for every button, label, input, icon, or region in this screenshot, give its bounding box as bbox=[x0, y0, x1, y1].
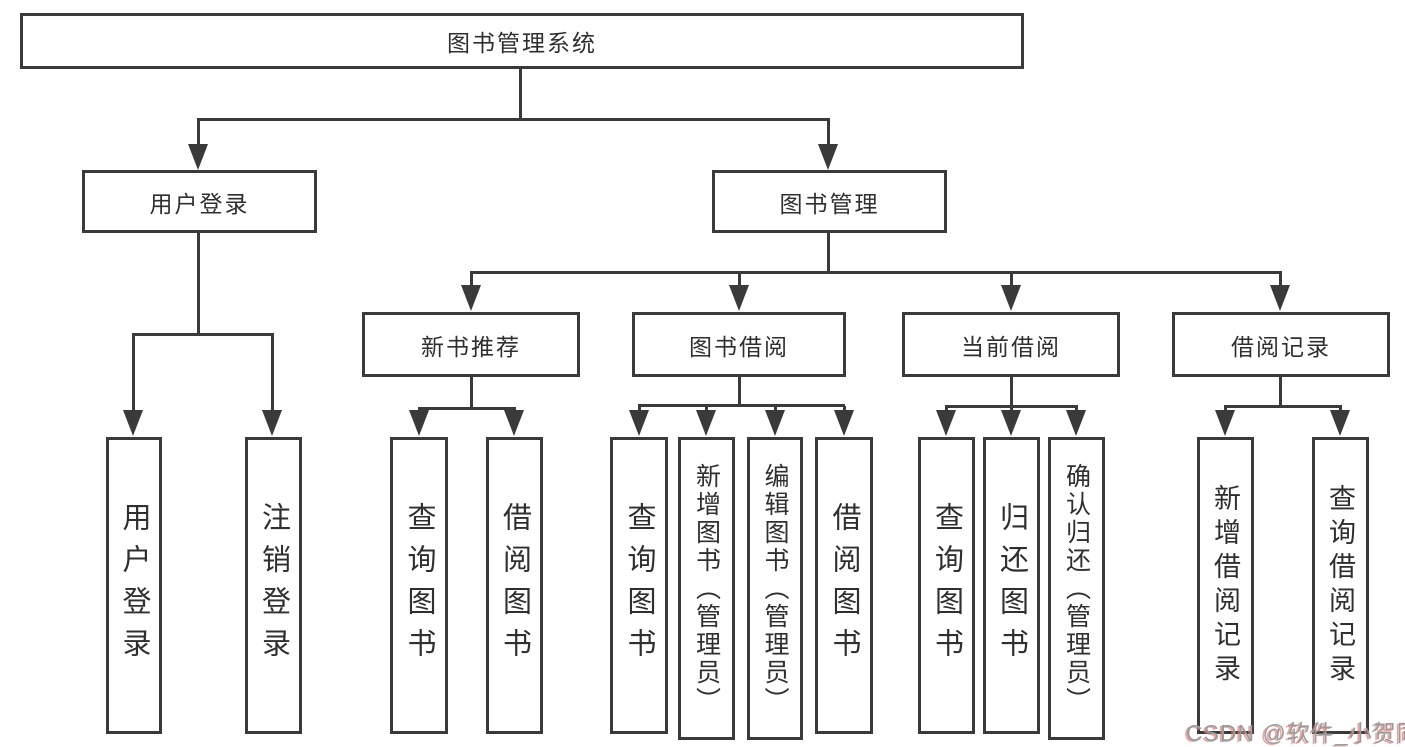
leaf-bb-borrow-books-label: 借阅图书 bbox=[828, 501, 860, 670]
leaf-br-add-record-label: 新增借阅记录 bbox=[1210, 483, 1240, 688]
leaf-bb-query-books: 查询图书 bbox=[610, 437, 668, 734]
leaf-cb-query-books: 查询图书 bbox=[918, 437, 975, 734]
connector-book-mgmt-stem bbox=[827, 233, 830, 273]
connector-borrow-records-rail bbox=[1224, 405, 1342, 408]
connector-drop-bb-borrow bbox=[843, 406, 846, 412]
leaf-br-query-record: 查询借阅记录 bbox=[1312, 437, 1369, 734]
connector-drop-book-borrow bbox=[738, 273, 741, 287]
leaf-bb-query-books-label: 查询图书 bbox=[623, 501, 655, 670]
arrowhead-nb-borrow bbox=[504, 410, 524, 436]
leaf-cb-confirm-return-admin: 确认归还（管理员） bbox=[1048, 437, 1105, 740]
connector-drop-bb-edit bbox=[774, 406, 777, 412]
leaf-cb-confirm-return-admin-label: 确认归还（管理员） bbox=[1062, 462, 1091, 715]
connector-drop-br-query bbox=[1339, 407, 1342, 412]
connector-drop-current-borrow bbox=[1010, 273, 1013, 287]
arrowhead-bb-edit bbox=[765, 410, 785, 436]
arrowhead-book-borrow bbox=[729, 285, 749, 311]
connector-drop-cb-query bbox=[945, 407, 948, 412]
connector-drop-new-books bbox=[470, 273, 473, 287]
arrowhead-br-add bbox=[1215, 410, 1235, 436]
connector-drop-bb-add bbox=[705, 406, 708, 412]
node-user-login: 用户登录 bbox=[82, 170, 317, 233]
node-borrowing-records-label: 借阅记录 bbox=[1231, 333, 1331, 360]
connector-drop-logout-leaf bbox=[271, 335, 274, 412]
arrowhead-nb-query bbox=[409, 410, 429, 436]
leaf-nb-borrow-books: 借阅图书 bbox=[486, 437, 543, 734]
node-current-borrowing-label: 当前借阅 bbox=[961, 333, 1061, 360]
connector-book-borrow-stem bbox=[738, 377, 741, 406]
connector-borrow-records-stem bbox=[1279, 377, 1282, 407]
connector-level3-rail bbox=[470, 271, 1282, 274]
arrowhead-new-books bbox=[461, 285, 481, 311]
leaf-bb-add-books-admin: 新增图书（管理员） bbox=[678, 437, 735, 740]
connector-current-borrow-stem bbox=[1010, 377, 1013, 407]
node-book-borrowing-label: 图书借阅 bbox=[689, 333, 789, 360]
arrowhead-book-mgmt bbox=[818, 144, 838, 170]
connector-current-borrow-rail bbox=[945, 405, 1078, 408]
connector-drop-bb-query bbox=[638, 406, 641, 412]
node-root-label: 图书管理系统 bbox=[447, 30, 597, 56]
connector-drop-cb-return bbox=[1010, 407, 1013, 412]
connector-drop-login-leaf bbox=[132, 335, 135, 412]
connector-new-books-rail bbox=[418, 407, 516, 410]
arrowhead-cb-confirm bbox=[1066, 410, 1086, 436]
leaf-nb-borrow-books-label: 借阅图书 bbox=[498, 501, 531, 670]
arrowhead-borrow-records bbox=[1270, 285, 1290, 311]
connector-level2-rail bbox=[197, 118, 830, 121]
leaf-logout-label: 注销登录 bbox=[257, 501, 290, 670]
leaf-bb-edit-books-admin: 编辑图书（管理员） bbox=[747, 437, 803, 740]
leaf-user-login-label: 用户登录 bbox=[118, 501, 150, 670]
leaf-bb-edit-books-admin-label: 编辑图书（管理员） bbox=[761, 462, 789, 715]
arrowhead-bb-query bbox=[629, 410, 649, 436]
node-root: 图书管理系统 bbox=[20, 13, 1024, 69]
connector-drop-cb-confirm bbox=[1075, 407, 1078, 412]
leaf-cb-return-books: 归还图书 bbox=[983, 437, 1040, 734]
node-current-borrowing: 当前借阅 bbox=[902, 312, 1120, 377]
connector-new-books-stem bbox=[470, 377, 473, 409]
arrowhead-logout-leaf bbox=[262, 410, 282, 436]
connector-drop-user-login bbox=[197, 120, 200, 148]
leaf-cb-return-books-label: 归还图书 bbox=[995, 501, 1028, 670]
node-borrowing-records: 借阅记录 bbox=[1172, 312, 1390, 377]
leaf-br-add-record: 新增借阅记录 bbox=[1197, 437, 1254, 734]
leaf-nb-query-books: 查询图书 bbox=[390, 437, 448, 734]
arrowhead-user-login bbox=[188, 144, 208, 170]
node-new-book-recommend: 新书推荐 bbox=[362, 312, 580, 377]
connector-drop-borrow-records bbox=[1279, 273, 1282, 287]
connector-drop-book-mgmt bbox=[827, 120, 830, 148]
leaf-user-login: 用户登录 bbox=[106, 437, 162, 734]
connector-root-stem bbox=[519, 68, 522, 120]
leaf-cb-query-books-label: 查询图书 bbox=[930, 501, 963, 670]
csdn-watermark: CSDN @软件_小贺同学 bbox=[1186, 720, 1405, 746]
leaf-nb-query-books-label: 查询图书 bbox=[403, 501, 435, 670]
connector-drop-br-add bbox=[1224, 407, 1227, 412]
arrowhead-bb-add bbox=[696, 410, 716, 436]
arrowhead-bb-borrow bbox=[834, 410, 854, 436]
leaf-bb-borrow-books: 借阅图书 bbox=[815, 437, 873, 734]
node-book-management: 图书管理 bbox=[712, 170, 947, 233]
connector-book-borrow-rail bbox=[638, 404, 845, 407]
arrowhead-cb-return bbox=[1001, 410, 1021, 436]
leaf-bb-add-books-admin-label: 新增图书（管理员） bbox=[692, 462, 721, 715]
node-book-management-label: 图书管理 bbox=[779, 190, 880, 217]
node-user-login-label: 用户登录 bbox=[149, 190, 250, 217]
leaf-br-query-record-label: 查询借阅记录 bbox=[1325, 483, 1355, 688]
node-new-book-recommend-label: 新书推荐 bbox=[421, 333, 521, 360]
node-book-borrowing: 图书借阅 bbox=[632, 312, 846, 377]
arrowhead-br-query bbox=[1330, 410, 1350, 436]
connector-user-login-rail bbox=[132, 333, 274, 336]
connector-user-login-stem bbox=[197, 233, 200, 335]
arrowhead-cb-query bbox=[936, 410, 956, 436]
arrowhead-current-borrow bbox=[1001, 285, 1021, 311]
leaf-logout: 注销登录 bbox=[245, 437, 302, 734]
arrowhead-login-leaf bbox=[123, 410, 143, 436]
